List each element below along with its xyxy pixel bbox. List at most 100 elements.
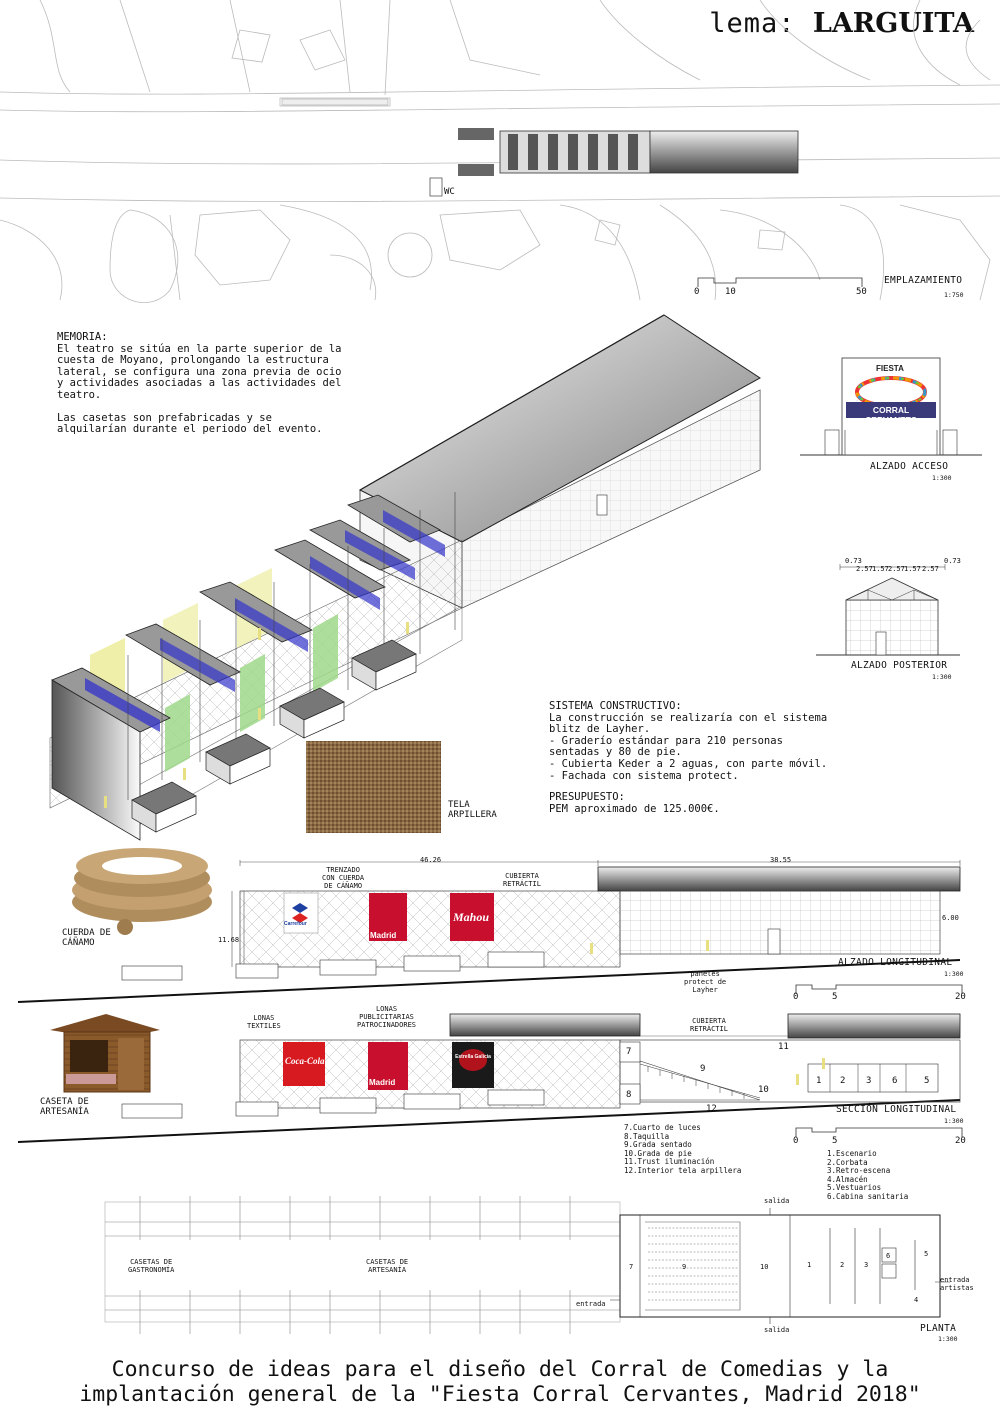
trenzado-l1: TRENZADO <box>326 866 360 874</box>
sec-num-3: 3 <box>866 1076 872 1086</box>
caseta-label-2: ARTESANÍA <box>40 1107 89 1117</box>
alzado-longitudinal-scale: 1:300 <box>944 970 964 978</box>
alzado-posterior-title: ALZADO POSTERIOR <box>851 660 948 671</box>
alzado-longitudinal-drawing <box>17 860 963 1003</box>
site-plan-theatre <box>429 128 799 197</box>
legend-right-item: 5.Vestuarios <box>827 1183 882 1193</box>
sec-num-8: 8 <box>626 1090 632 1100</box>
logo-fiesta: FIESTA <box>876 364 904 373</box>
axonometric-view <box>49 314 761 841</box>
dim-46-26: 46.26 <box>420 856 442 864</box>
alzado-acceso-drawing <box>800 357 982 456</box>
planta-num-1: 1 <box>807 1261 812 1269</box>
post-dim-3: 1.57 <box>872 565 889 573</box>
lonas-textiles-label: LONAS TEXTILES <box>247 1014 281 1030</box>
planta-num-2: 2 <box>840 1261 845 1269</box>
lonas-pub-l1: LONAS <box>375 1005 398 1013</box>
sec-num-6: 6 <box>892 1076 898 1086</box>
post-dim-4: 2.57 <box>888 565 905 573</box>
memoria-line-6: Las casetas son prefabricadas y se <box>57 411 272 424</box>
sec-bar-20: 20 <box>955 1136 966 1146</box>
memoria-line-4: y actividades asociadas a las actividade… <box>57 377 342 390</box>
cubierta-label-alz: CUBIERTA RETRÁCTIL <box>503 872 541 888</box>
casetas-artesania-label: CASETAS DE ARTESANÍA <box>366 1258 408 1274</box>
planta-num-4: 4 <box>914 1296 919 1304</box>
post-dim-6: 2.57 <box>922 565 939 573</box>
brand-mahou: Mahou <box>453 910 490 924</box>
alz-bar-5: 5 <box>832 992 838 1002</box>
planta-drawing <box>104 1196 950 1334</box>
brand-madrid-1: Madrid <box>370 931 397 940</box>
sistema-title: SISTEMA CONSTRUCTIVO: <box>549 700 682 712</box>
sistema-block: SISTEMA CONSTRUCTIVO: La construcción se… <box>549 700 828 815</box>
post-dim-2: 2.57 <box>856 565 873 573</box>
caseta-image <box>50 1014 160 1093</box>
dim-6-00: 6.00 <box>942 914 959 922</box>
brand-madrid-2: Madrid <box>369 1078 396 1087</box>
legend-right-item: 6.Cabina sanitaria <box>827 1191 909 1201</box>
sistema-line-3: - Graderío estándar para 210 personas <box>549 734 783 747</box>
seccion-longitudinal-drawing <box>17 1013 963 1143</box>
legend-left-item: 11.Trust iluminación <box>624 1157 715 1167</box>
planta-num-10: 10 <box>760 1263 769 1271</box>
lema-prefix: lema: <box>709 8 796 39</box>
burlap-swatch <box>306 741 441 833</box>
gastro-l2: GASTRONOMÍA <box>128 1266 175 1274</box>
legend-right-item: 2.Corbata <box>827 1157 868 1167</box>
logo-corral-cervantes: CORRAL CERVANTES <box>865 405 917 425</box>
planta-num-3: 3 <box>864 1261 869 1269</box>
sistema-line-4: sentadas y 80 de pie. <box>549 746 682 759</box>
seccion-longitudinal-title: SECCIÓN LONGITUDINAL <box>836 1104 957 1115</box>
lonas-pub-l3: PATROCINADORES <box>357 1021 417 1029</box>
trenzado-label: TRENZADO CON CUERDA DE CÁÑAMO <box>322 866 364 890</box>
footer-line-2: implantación general de la "Fiesta Corra… <box>79 1382 921 1407</box>
sec-num-12: 12 <box>706 1104 717 1114</box>
site-scale-bar <box>697 277 863 287</box>
entrada-label: entrada <box>576 1300 606 1308</box>
sistema-line-1: La construcción se realizaría con el sis… <box>549 711 828 724</box>
sec-num-11: 11 <box>778 1042 789 1052</box>
dim-11-68: 11.68 <box>218 936 240 944</box>
legend-left-item: 12.Interior tela arpillera <box>624 1165 742 1175</box>
planta-scale: 1:300 <box>938 1335 958 1343</box>
sec-num-2: 2 <box>840 1076 846 1086</box>
legend-right: 1.Escenario 2.Corbata 3.Retro-escena 4.A… <box>827 1149 909 1202</box>
sec-num-5: 5 <box>924 1076 930 1086</box>
dim-38-55: 38.55 <box>770 856 792 864</box>
sec-num-1: 1 <box>816 1076 822 1086</box>
salida-bottom: salida <box>764 1326 790 1334</box>
alzado-posterior-scale: 1:300 <box>932 673 952 681</box>
paneles-l2: protect de <box>684 978 727 986</box>
footer-line-1: Concurso de ideas para el diseño del Cor… <box>111 1357 889 1382</box>
sistema-line-2: blitz de Layher. <box>549 723 651 736</box>
footer-title: Concurso de ideas para el diseño del Cor… <box>0 1357 1000 1407</box>
post-dim-7: 0.73 <box>944 557 961 565</box>
lema-title: lema: LARGUITA <box>709 8 974 39</box>
sec-bar-0: 0 <box>793 1136 799 1146</box>
planta-num-6: 6 <box>886 1252 891 1260</box>
memoria-line-3: lateral, se configura una zona previa de… <box>57 365 342 378</box>
lonas-textiles-l2: TEXTILES <box>247 1022 281 1030</box>
alz-bar-20: 20 <box>955 992 966 1002</box>
brand-estrella-galicia: Estrella Galicia <box>455 1054 491 1060</box>
paneles-label: paneles protect de Layher <box>684 970 726 994</box>
alzado-acceso-title: ALZADO ACCESO <box>870 461 949 472</box>
legend-left: 7.Cuarto de luces 8.Taquilla 9.Grada sen… <box>624 1123 742 1176</box>
lonas-pub-l2: PUBLICITARIAS <box>359 1013 414 1021</box>
planta-num-7: 7 <box>629 1263 634 1271</box>
paneles-l1: paneles <box>690 970 720 978</box>
entrada-artistas-l2: artistas <box>940 1284 974 1292</box>
emplazamiento-title: EMPLAZAMIENTO <box>884 275 963 286</box>
trenzado-l3: DE CÁÑAMO <box>324 882 363 890</box>
tela-label-2: ARPILLERA <box>448 810 497 820</box>
site-bar-10: 10 <box>725 287 736 297</box>
lonas-publicitarias-label: LONAS PUBLICITARIAS PATROCINADORES <box>357 1005 416 1029</box>
site-bar-50: 50 <box>856 287 867 297</box>
alzado-acceso-scale: 1:300 <box>932 474 952 482</box>
alzado-longitudinal-title: ALZADO LONGITUDINAL <box>838 957 953 968</box>
trenzado-l2: CON CUERDA <box>322 874 365 882</box>
sistema-line-5: - Cubierta Keder a 2 aguas, con parte mó… <box>549 757 828 770</box>
legend-right-item: 3.Retro-escena <box>827 1166 891 1176</box>
artesania-l2: ARTESANÍA <box>368 1266 407 1274</box>
